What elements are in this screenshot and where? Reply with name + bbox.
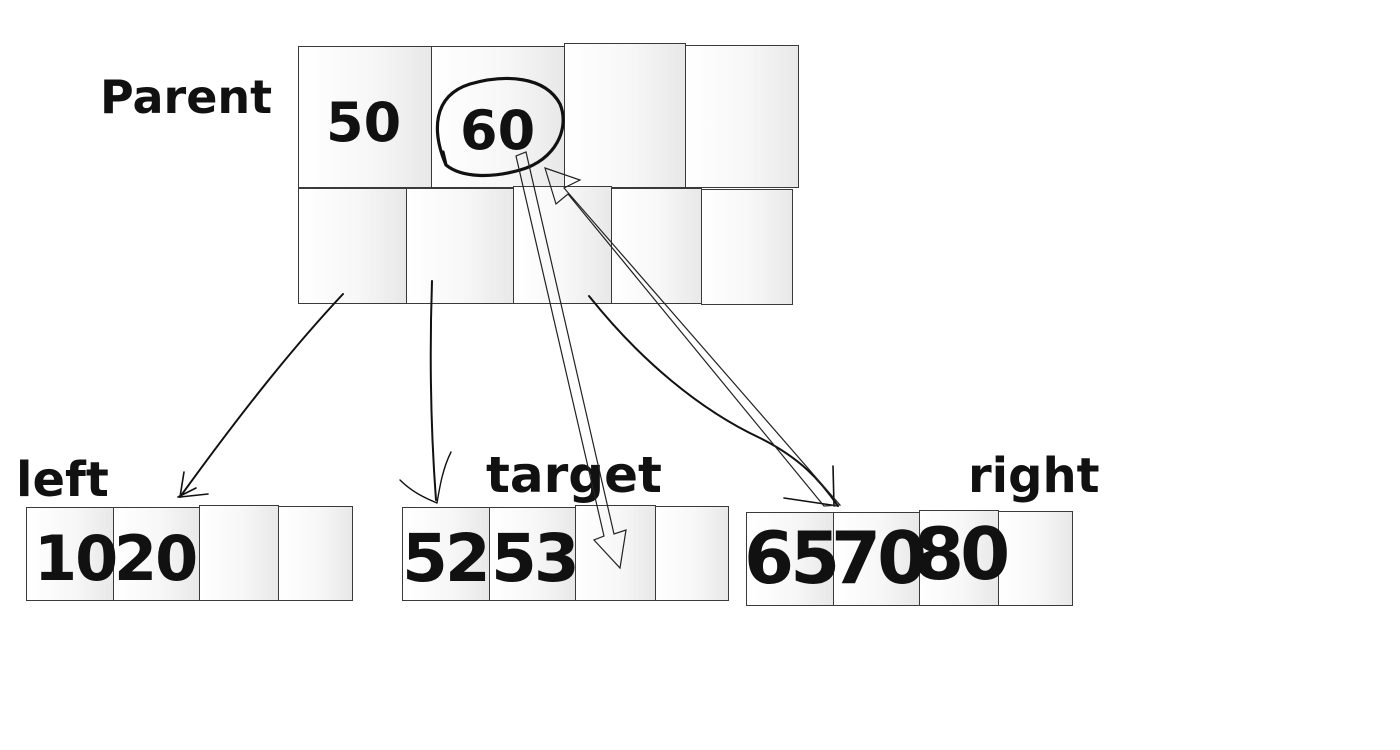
- left-node-cell-1: [26, 507, 114, 601]
- parent-key-cell-3: [564, 43, 686, 188]
- pointer-to-left-arrowhead: [177, 471, 209, 498]
- parent-pointer-cell-4: [611, 188, 702, 304]
- target-node-cell-1: [402, 507, 490, 601]
- right-key-3: 80: [914, 512, 1010, 596]
- right-node-cell-3: [919, 510, 999, 606]
- parent-pointer-cell-3: [513, 186, 612, 304]
- parent-label: Parent: [100, 70, 273, 124]
- pointer-to-left-line: [179, 293, 344, 498]
- left-label: left: [16, 452, 109, 508]
- left-key-2: 20: [114, 522, 198, 595]
- right-label: right: [968, 448, 1100, 504]
- parent-pointer-cell-1: [298, 188, 407, 304]
- parent-key-2: 60: [460, 99, 536, 162]
- pointer-to-target-line: [429, 280, 437, 501]
- right-key-2: 70: [831, 516, 927, 600]
- target-label: target: [486, 446, 662, 504]
- parent-key-cell-1: [298, 46, 432, 188]
- right-node-cell-2: [833, 512, 920, 606]
- parent-pointer-cell-2: [406, 188, 514, 304]
- target-key-2: 53: [491, 520, 580, 597]
- right-key-1: 65: [744, 516, 840, 600]
- target-key-1: 52: [402, 520, 491, 597]
- parent-key-1: 50: [326, 91, 402, 154]
- left-key-1: 10: [34, 522, 118, 595]
- pointer-to-right-arrowhead: [783, 465, 839, 507]
- target-node-cell-4: [655, 506, 729, 601]
- parent-key-cell-4: [685, 45, 799, 188]
- pointer-to-target-arrowhead: [399, 451, 452, 504]
- parent-pointer-cell-5: [701, 189, 793, 305]
- right-node-cell-1: [746, 512, 834, 606]
- right-node-cell-4: [998, 511, 1073, 606]
- left-node-cell-4: [278, 506, 353, 601]
- left-node-cell-3: [199, 505, 279, 601]
- target-node-cell-3: [575, 505, 656, 601]
